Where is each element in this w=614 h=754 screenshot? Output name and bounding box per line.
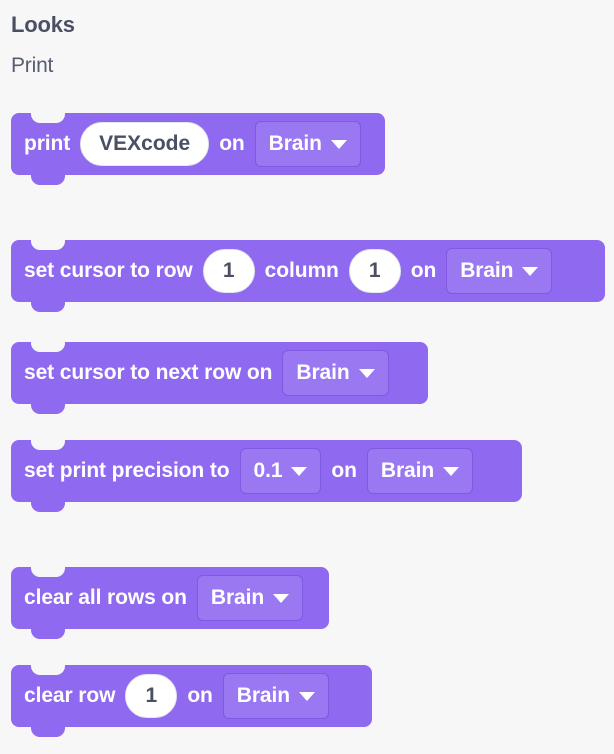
chevron-down-icon — [273, 593, 290, 603]
dropdown-label: Brain — [268, 132, 322, 155]
dropdown[interactable]: Brain — [254, 121, 361, 167]
dropdown-label: Brain — [296, 361, 350, 384]
dropdown[interactable]: Brain — [282, 350, 389, 396]
dropdown-label: Brain — [210, 586, 265, 609]
block-label: set cursor to row — [24, 259, 193, 282]
dropdown[interactable]: 0.1 — [239, 448, 322, 494]
block-label: on — [187, 684, 213, 707]
dropdown-label: Brain — [236, 684, 290, 707]
dropdown[interactable]: Brain — [366, 448, 474, 494]
dropdown[interactable]: Brain — [196, 575, 304, 621]
set-cursor-row-column-block[interactable]: set cursor to row 1 column 1 on Brain — [11, 239, 605, 312]
section-title: Print — [11, 54, 54, 77]
chevron-down-icon — [298, 691, 315, 701]
chevron-down-icon — [443, 466, 460, 476]
block-label: column — [264, 259, 339, 282]
clear-all-rows-block[interactable]: clear all rows on Brain — [11, 566, 329, 639]
block-label: on — [410, 259, 437, 282]
number-input[interactable]: 1 — [125, 674, 178, 718]
print-block[interactable]: print VEXcode on Brain — [11, 112, 385, 185]
dropdown-label: Brain — [460, 259, 514, 282]
block-label: on — [331, 459, 357, 482]
dropdown-label: Brain — [380, 459, 435, 482]
block-label: clear row — [24, 684, 116, 707]
block-label: print — [24, 132, 71, 155]
chevron-down-icon — [522, 266, 539, 276]
number-input[interactable]: 1 — [202, 249, 255, 293]
chevron-down-icon — [358, 368, 375, 378]
block-label: clear all rows on — [24, 586, 187, 609]
set-print-precision-block[interactable]: set print precision to 0.1 on Brain — [11, 439, 522, 512]
dropdown[interactable]: Brain — [222, 673, 329, 719]
chevron-down-icon — [330, 139, 347, 149]
chevron-down-icon — [291, 466, 308, 476]
dropdown[interactable]: Brain — [446, 248, 553, 294]
dropdown-label: 0.1 — [253, 459, 283, 482]
set-cursor-next-row-block[interactable]: set cursor to next row on Brain — [11, 341, 428, 414]
text-input[interactable]: VEXcode — [80, 122, 210, 166]
clear-row-block[interactable]: clear row 1 on Brain — [11, 664, 372, 737]
block-label: set print precision to — [24, 459, 230, 482]
number-input[interactable]: 1 — [348, 249, 401, 293]
block-label: set cursor to next row on — [24, 361, 273, 384]
page-title: Looks — [11, 12, 75, 37]
block-label: on — [219, 132, 245, 155]
